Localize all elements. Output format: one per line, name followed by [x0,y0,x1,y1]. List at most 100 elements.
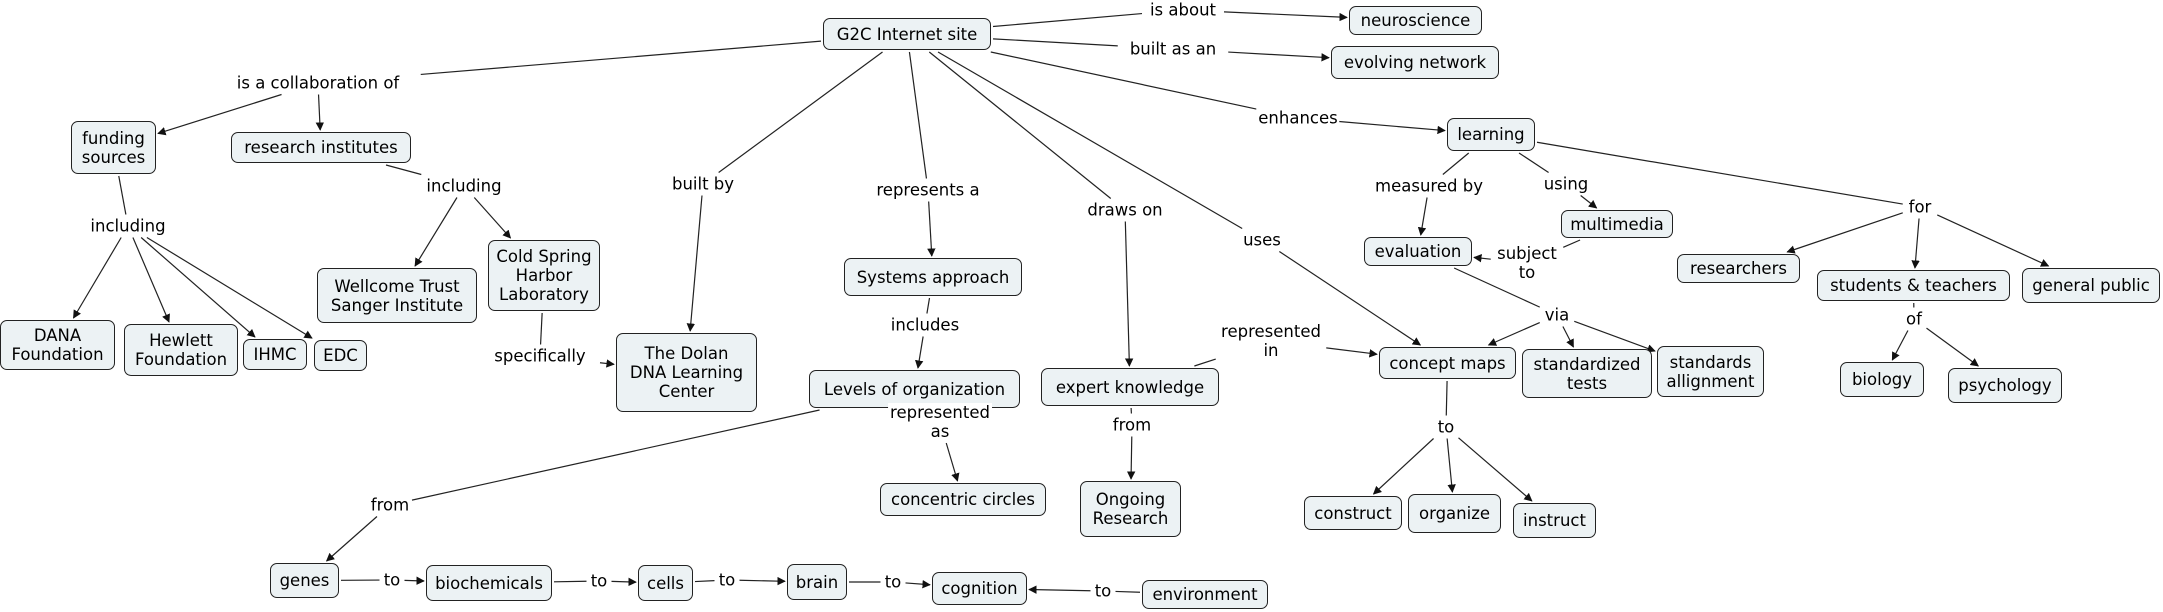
linking-phrase-represents_a[interactable]: represents a [874,180,982,200]
linking-phrase-of[interactable]: of [1904,309,1924,329]
linking-phrase-to5[interactable]: to [1092,581,1114,601]
concept-node-evolving[interactable]: evolving network [1331,46,1499,79]
arrow-from_levels-to-genes [325,516,378,562]
connector-learning-to-measured_by [1442,152,1470,175]
linking-phrase-from_expert[interactable]: from [1110,415,1154,435]
connector-g2c-to-is_about [992,12,1143,28]
connector-learning-to-for [1536,141,1903,205]
arrow-specifically-to-dolan [599,359,615,368]
concept-node-neuroscience[interactable]: neuroscience [1349,6,1482,35]
arrow-to_cm-to-construct [1372,438,1434,495]
arrow-incl_research-to-wellcome [414,197,458,267]
concept-node-coldspring[interactable]: Cold Spring Harbor Laboratory [488,240,600,311]
concept-node-edc[interactable]: EDC [314,340,367,371]
concept-node-construct[interactable]: construct [1304,496,1402,530]
concept-node-researchers[interactable]: researchers [1677,254,1800,283]
concept-node-genes[interactable]: genes [270,563,339,598]
connector-conceptmaps-to-to_cm [1445,380,1448,416]
linking-phrase-draws_on[interactable]: draws on [1085,200,1165,220]
arrow-to4-to-cognition [905,580,931,589]
concept-node-instruct[interactable]: instruct [1513,503,1596,538]
linking-phrase-specifically[interactable]: specifically [492,346,588,366]
concept-node-hewlett[interactable]: Hewlett Foundation [124,324,238,376]
arrow-to5-to-cognition [1028,585,1091,594]
arrow-via-to-stdalign [1574,320,1656,353]
connector-systems-to-includes [926,297,931,314]
linking-phrase-to_cm[interactable]: to [1435,417,1457,437]
arrow-to2-to-cells [611,577,637,587]
concept-node-ihmc[interactable]: IHMC [243,339,307,370]
concept-node-biology[interactable]: biology [1840,362,1924,397]
connector-g2c-to-represents_a [908,51,928,179]
arrow-via-to-conceptmaps [1487,322,1540,346]
linking-phrase-enhances[interactable]: enhances [1256,108,1340,128]
concept-node-environment[interactable]: environment [1142,580,1268,609]
linking-phrase-from_levels[interactable]: from [368,495,412,515]
concept-node-public[interactable]: general public [2022,268,2160,303]
linking-phrase-to3[interactable]: to [716,570,738,590]
concept-node-concentric[interactable]: concentric circles [880,483,1046,516]
arrow-enhances-to-learning [1338,120,1446,135]
concept-node-brain[interactable]: brain [787,564,847,600]
linking-phrase-built_by[interactable]: built by [669,174,737,194]
connector-coldspring-to-specifically [539,312,543,345]
concept-node-multimedia[interactable]: multimedia [1561,210,1673,238]
concept-node-wellcome[interactable]: Wellcome Trust Sanger Institute [317,268,477,323]
concept-node-learning[interactable]: learning [1447,118,1535,151]
concept-node-g2c[interactable]: G2C Internet site [823,18,991,50]
concept-node-psychology[interactable]: psychology [1948,368,2062,403]
connector-research-to-incl_research [385,164,422,176]
arrow-represented_as-to-concentric [945,442,960,482]
concept-node-conceptmaps[interactable]: concept maps [1379,347,1516,379]
connector-biochemicals-to-to2 [553,580,587,583]
concept-node-organize[interactable]: organize [1408,494,1501,533]
linking-phrase-incl_research[interactable]: including [424,176,504,196]
concept-node-expert[interactable]: expert knowledge [1041,368,1219,406]
concept-node-funding[interactable]: funding sources [71,121,156,174]
connector-cells-to-to3 [694,580,715,583]
concept-node-students[interactable]: students & teachers [1817,270,2010,301]
linking-phrase-for[interactable]: for [1906,197,1934,217]
concept-node-dana[interactable]: DANA Foundation [0,320,115,370]
concept-node-research[interactable]: research institutes [231,132,411,163]
concept-node-stdalign[interactable]: standards allignment [1657,346,1764,397]
concept-node-levels[interactable]: Levels of organization [809,370,1020,408]
linking-phrase-incl_funding[interactable]: including [88,216,168,236]
arrow-to3-to-brain [739,576,786,586]
arrow-built_as_an-to-evolving [1228,51,1330,62]
linking-phrase-using[interactable]: using [1541,174,1591,194]
linking-phrase-represented_in[interactable]: represented in [1219,322,1323,360]
arrow-collab-to-funding [157,93,282,136]
concept-node-cognition[interactable]: cognition [932,572,1027,605]
connector-levels-to-from_levels [411,409,820,501]
arrow-from_expert-to-ongoing [1126,436,1136,480]
concept-node-cells[interactable]: cells [638,565,693,601]
linking-phrase-to1[interactable]: to [381,570,403,590]
connector-multimedia-to-subject_to [1563,239,1581,248]
concept-node-systems[interactable]: Systems approach [844,258,1022,296]
linking-phrase-built_as_an[interactable]: built as an [1127,39,1219,59]
linking-phrase-represented_as[interactable]: represented as [888,403,992,441]
linking-phrase-collab[interactable]: is a collaboration of [234,73,402,93]
linking-phrase-is_about[interactable]: is about [1147,0,1219,20]
linking-phrase-measured_by[interactable]: measured by [1373,176,1485,196]
linking-phrase-to4[interactable]: to [882,572,904,592]
concept-node-dolan[interactable]: The Dolan DNA Learning Center [616,333,757,412]
connector-g2c-to-collab [420,40,822,76]
arrow-uses-to-conceptmaps [1279,250,1422,346]
linking-phrase-subject_to[interactable]: subject to [1495,244,1559,282]
concept-node-ongoing[interactable]: Ongoing Research [1080,481,1181,537]
linking-phrase-via[interactable]: via [1542,305,1572,325]
linking-phrase-includes[interactable]: includes [888,315,962,335]
connector-g2c-to-built_as_an [992,38,1118,47]
linking-phrase-uses[interactable]: uses [1241,230,1283,250]
arrow-via-to-stdtests [1562,326,1574,348]
concept-node-stdtests[interactable]: standardized tests [1522,349,1652,398]
arrow-for-to-public [1936,214,2050,267]
arrow-represented_in-to-conceptmaps [1326,347,1378,358]
arrow-using-to-multimedia [1580,195,1598,209]
arrow-collab-to-research [315,94,325,131]
linking-phrase-to2[interactable]: to [588,571,610,591]
concept-node-evaluation[interactable]: evaluation [1364,237,1472,266]
concept-node-biochemicals[interactable]: biochemicals [426,565,552,601]
